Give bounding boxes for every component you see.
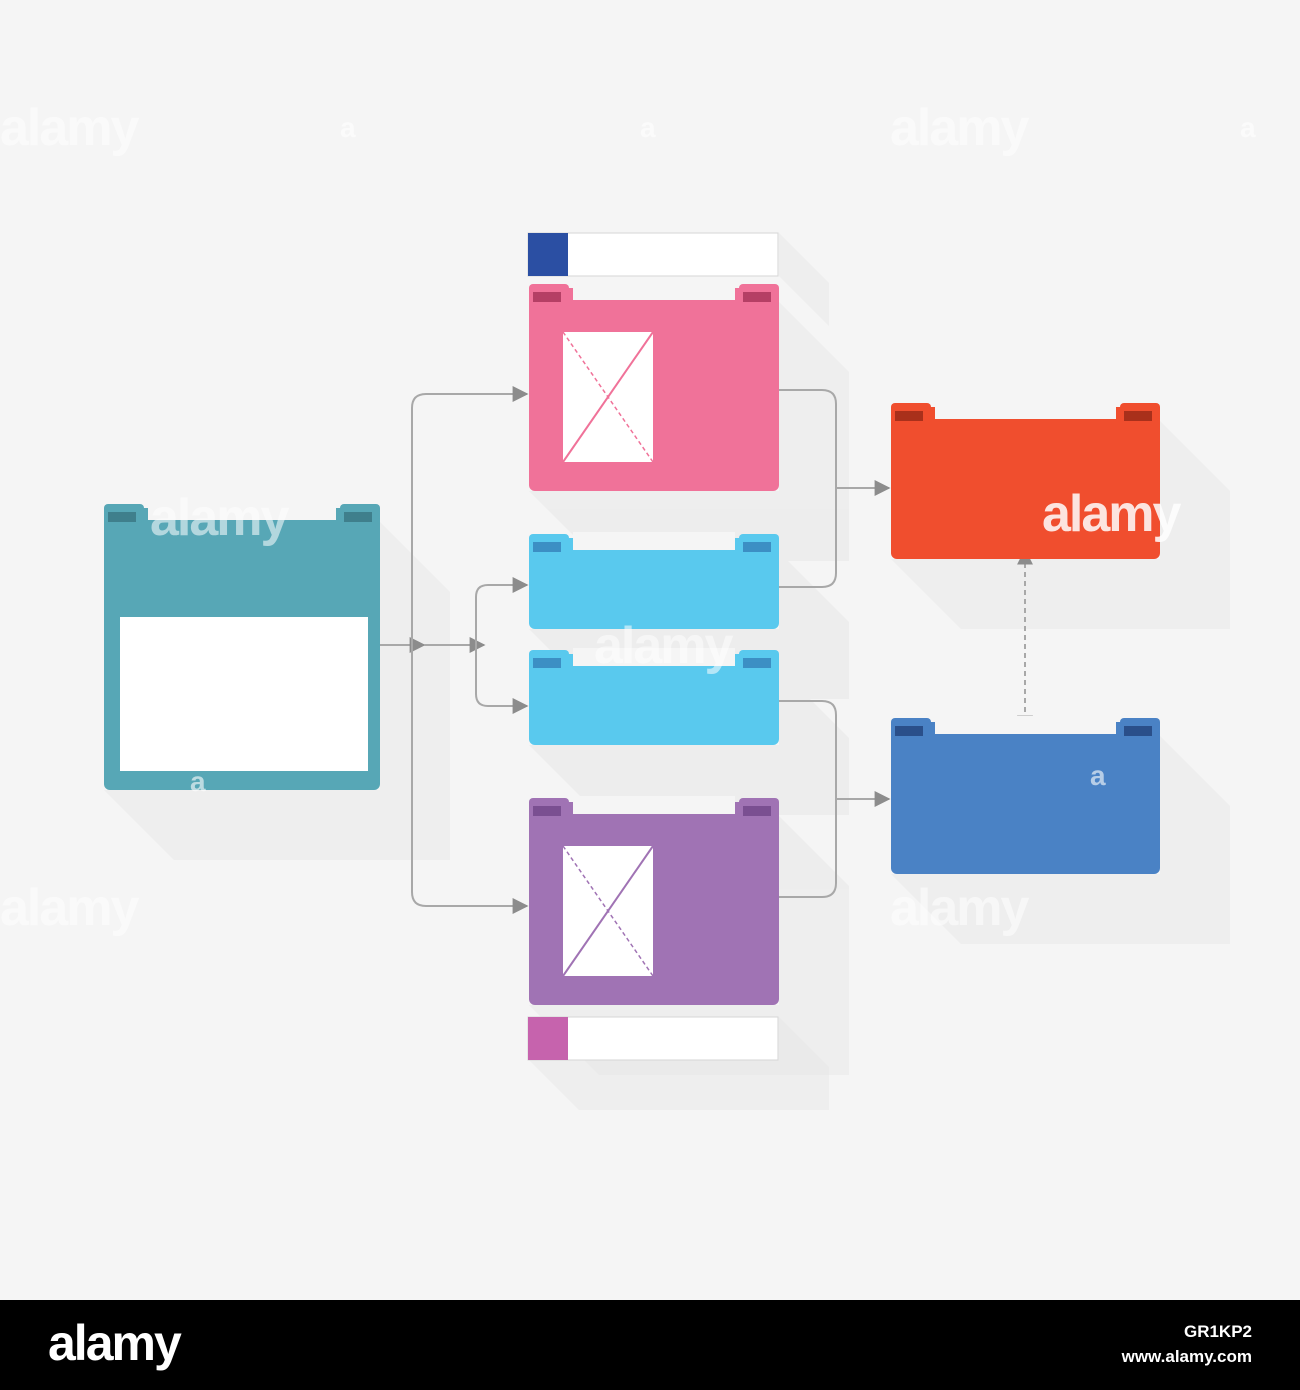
legend-bottom [527, 1016, 779, 1061]
watermark: a [640, 112, 656, 143]
banner-edge [931, 419, 1120, 423]
banner-notch [573, 282, 735, 300]
scroll-tab-left-shade [895, 411, 923, 421]
node-body [891, 722, 1160, 874]
scroll-tab-left-shade [533, 658, 561, 668]
flowchart-diagram [104, 232, 1230, 1110]
banner-notch [935, 716, 1116, 734]
banner-notch [573, 532, 735, 550]
image-placeholder-icon [562, 845, 654, 977]
watermark: alamy [0, 879, 139, 937]
banner-edge [569, 300, 739, 304]
banner-edge [931, 734, 1120, 738]
banner-edge [569, 550, 739, 554]
scroll-tab-right-shade [743, 658, 771, 668]
connector-to-middle-upper [475, 577, 529, 645]
scroll-tab-right-shade [1124, 411, 1152, 421]
banner-notch [935, 401, 1116, 419]
banner-edge [569, 666, 739, 670]
scroll-tab-left-shade [533, 806, 561, 816]
node-shadow [529, 668, 849, 815]
node-shadow [891, 421, 1230, 629]
connector-to-middle-lower [475, 645, 529, 714]
watermark: alamy [1042, 485, 1181, 543]
watermark: alamy [0, 99, 139, 157]
watermark: alamy [150, 489, 289, 547]
node-shadow [891, 736, 1230, 944]
watermark: a [1090, 760, 1106, 791]
source-white-panel [120, 617, 368, 771]
legend-swatch [528, 233, 568, 276]
banner-edge [569, 814, 739, 818]
legend-top [527, 232, 779, 277]
connector-source-to-bottom [411, 645, 529, 914]
scroll-tab-right-shade [344, 512, 372, 522]
banner-notch [573, 796, 735, 814]
banner-notch [148, 502, 336, 520]
banner-notch [573, 648, 735, 666]
connector-source-to-top [411, 386, 529, 645]
legend-swatch [528, 1017, 568, 1060]
placeholder-diagonal-dashed [562, 331, 654, 463]
footer-image-id: GR1KP2 [1183, 1322, 1252, 1341]
watermark: alamy [890, 99, 1029, 157]
scroll-tab-right-shade [743, 542, 771, 552]
watermark: alamy [890, 879, 1029, 937]
flow-node-middle-upper [529, 532, 779, 629]
scroll-tab-left-shade [895, 726, 923, 736]
scroll-tab-left-shade [533, 542, 561, 552]
node-body [529, 654, 779, 745]
scroll-tab-right-shade [743, 292, 771, 302]
footer-logo: alamy [48, 1315, 182, 1371]
footer-bar: alamy GR1KP2 www.alamy.com [0, 1300, 1300, 1390]
node-shadow [529, 302, 849, 561]
placeholder-diagonal-dashed [562, 845, 654, 977]
image-placeholder-icon [562, 331, 654, 463]
watermark: alamy [594, 617, 733, 675]
legend-shadow [529, 1017, 829, 1110]
legend-shadow [779, 233, 829, 326]
watermark: a [340, 112, 356, 143]
diagram-canvas: alamy alamy alamy alamy alamy alamy alam… [0, 99, 1256, 1110]
footer-url: www.alamy.com [1121, 1347, 1252, 1366]
scroll-tab-right-shade [743, 806, 771, 816]
flow-node-result-lower [891, 716, 1160, 874]
node-body [891, 407, 1160, 559]
node-shadow [529, 816, 849, 1075]
node-body [529, 538, 779, 629]
watermark: a [1240, 112, 1256, 143]
flow-node-middle-lower [529, 648, 779, 745]
scroll-tab-right-shade [1124, 726, 1152, 736]
connector-layer [380, 386, 1033, 914]
flow-node-result-upper [891, 401, 1160, 559]
banner-edge [144, 520, 340, 524]
node-shadow [104, 522, 450, 860]
scroll-tab-left-shade [533, 292, 561, 302]
watermark: a [190, 766, 206, 797]
scroll-tab-left-shade [108, 512, 136, 522]
